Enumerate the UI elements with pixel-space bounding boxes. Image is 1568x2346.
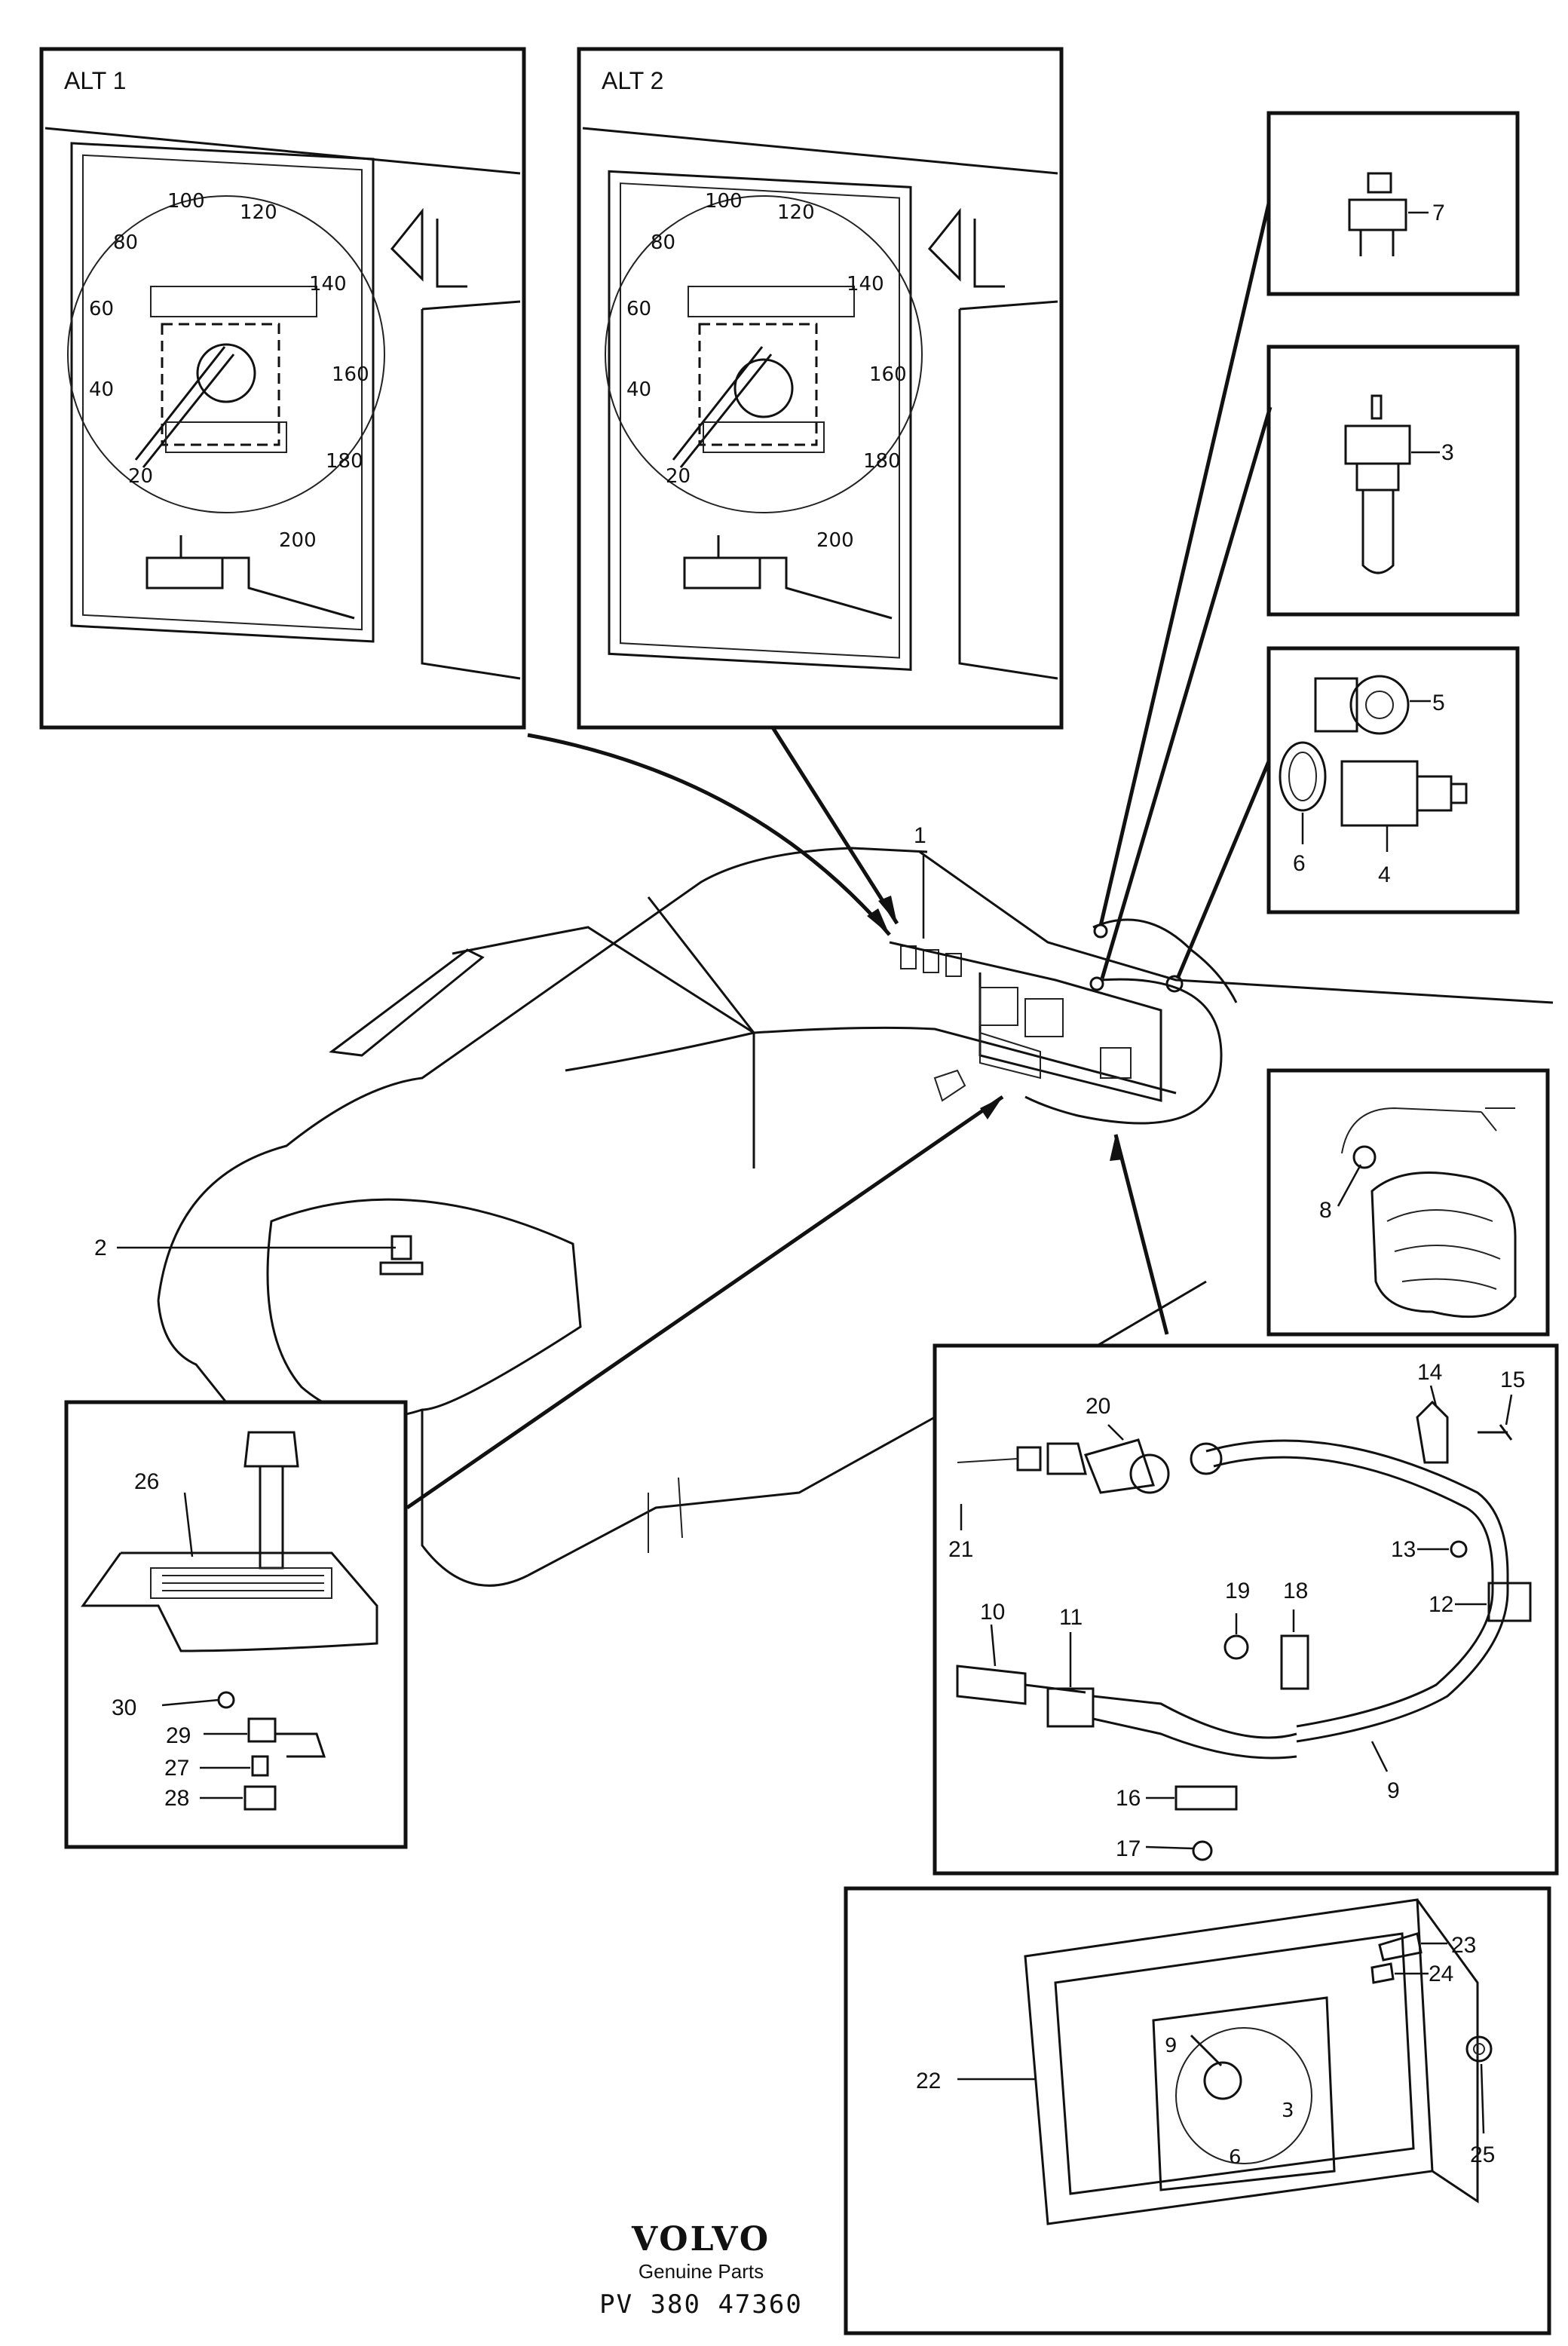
callout-28: 28	[164, 1786, 189, 1811]
clock-num-3: 3	[1282, 2099, 1294, 2122]
brand-tagline: Genuine Parts	[638, 2260, 764, 2283]
callout-24: 24	[1429, 1962, 1453, 1986]
callout-2: 2	[94, 1236, 107, 1260]
alt1-gauge-140: 140	[309, 273, 347, 296]
callout-17: 17	[1116, 1836, 1141, 1861]
inset-clock: 9 3 6 22 23 24 25	[844, 1886, 1551, 2335]
callout-6: 6	[1293, 851, 1306, 876]
callout-3: 3	[1441, 440, 1454, 465]
callout-5: 5	[1432, 691, 1445, 715]
alt2-label: ALT 2	[602, 67, 663, 94]
alt2-gauge-180: 180	[863, 450, 901, 473]
alt2-gauge-120: 120	[777, 201, 815, 224]
clock-num-9: 9	[1165, 2035, 1178, 2057]
alt1-label: ALT 1	[64, 67, 126, 94]
alt1-gauge-180: 180	[326, 450, 363, 473]
callout-26: 26	[134, 1469, 159, 1494]
alt1-gauge-60: 60	[89, 298, 114, 320]
part-reference: PV 380 47360	[599, 2289, 803, 2320]
inset-sender-3: 3	[1266, 345, 1520, 617]
inset-alt2: ALT 2 20 40 60 80 100 120 140 160 180 20…	[577, 47, 1064, 730]
callout-8: 8	[1319, 1198, 1332, 1223]
inset-gear-selector: 26 30 29 27 28	[64, 1400, 408, 1849]
alt1-gauge-80: 80	[113, 231, 138, 254]
callout-29: 29	[166, 1723, 191, 1748]
alt2-gauge-200: 200	[816, 529, 854, 552]
brand-block: VOLVO Genuine Parts PV 380 47360	[588, 2220, 814, 2320]
callout-27: 27	[164, 1756, 189, 1781]
alt1-gauge-100: 100	[167, 190, 205, 213]
alt2-gauge-40: 40	[626, 378, 651, 401]
alt2-gauge-20: 20	[666, 465, 691, 488]
inset-gearbox-sensor: 8	[1266, 1068, 1550, 1337]
alt1-gauge-40: 40	[89, 378, 114, 401]
alt1-gauge-160: 160	[332, 363, 369, 386]
inset-alt1: ALT 1 20 40 60 80 100 120 140 160 180 20…	[39, 47, 526, 730]
alt1-gauge-20: 20	[128, 465, 153, 488]
callout-21: 21	[948, 1537, 973, 1562]
callout-11: 11	[1059, 1605, 1083, 1630]
inset-sender-456: 5 6 4	[1266, 646, 1520, 914]
callout-1: 1	[914, 823, 926, 848]
callout-12: 12	[1429, 1592, 1453, 1617]
inset-sender-7: 7	[1266, 111, 1520, 296]
alt2-gauge-100: 100	[705, 190, 743, 213]
alt2-gauge-80: 80	[651, 231, 675, 254]
callout-15: 15	[1500, 1367, 1525, 1392]
callout-30: 30	[112, 1695, 136, 1720]
callout-25: 25	[1470, 2142, 1495, 2167]
callout-7: 7	[1432, 201, 1445, 225]
callout-20: 20	[1086, 1394, 1110, 1419]
callout-18: 18	[1283, 1579, 1308, 1603]
callout-13: 13	[1391, 1537, 1416, 1562]
callout-10: 10	[980, 1600, 1005, 1625]
callout-22: 22	[916, 2069, 941, 2093]
callout-14: 14	[1417, 1360, 1442, 1385]
callout-9: 9	[1387, 1778, 1400, 1803]
callout-4: 4	[1378, 862, 1391, 887]
alt2-gauge-140: 140	[847, 273, 884, 296]
clock-num-6: 6	[1229, 2146, 1242, 2169]
callout-16: 16	[1116, 1786, 1141, 1811]
callout-19: 19	[1225, 1579, 1250, 1603]
callout-23: 23	[1451, 1933, 1476, 1958]
inset-speedo-cable: 20 21 14 15 13 12 18 19 10 11	[933, 1343, 1559, 1876]
alt1-gauge-200: 200	[279, 529, 317, 552]
alt2-gauge-160: 160	[869, 363, 907, 386]
volvo-logo: VOLVO	[631, 2220, 771, 2259]
alt1-gauge-120: 120	[240, 201, 277, 224]
leader-arrows	[406, 203, 1272, 1510]
alt2-gauge-60: 60	[626, 298, 651, 320]
